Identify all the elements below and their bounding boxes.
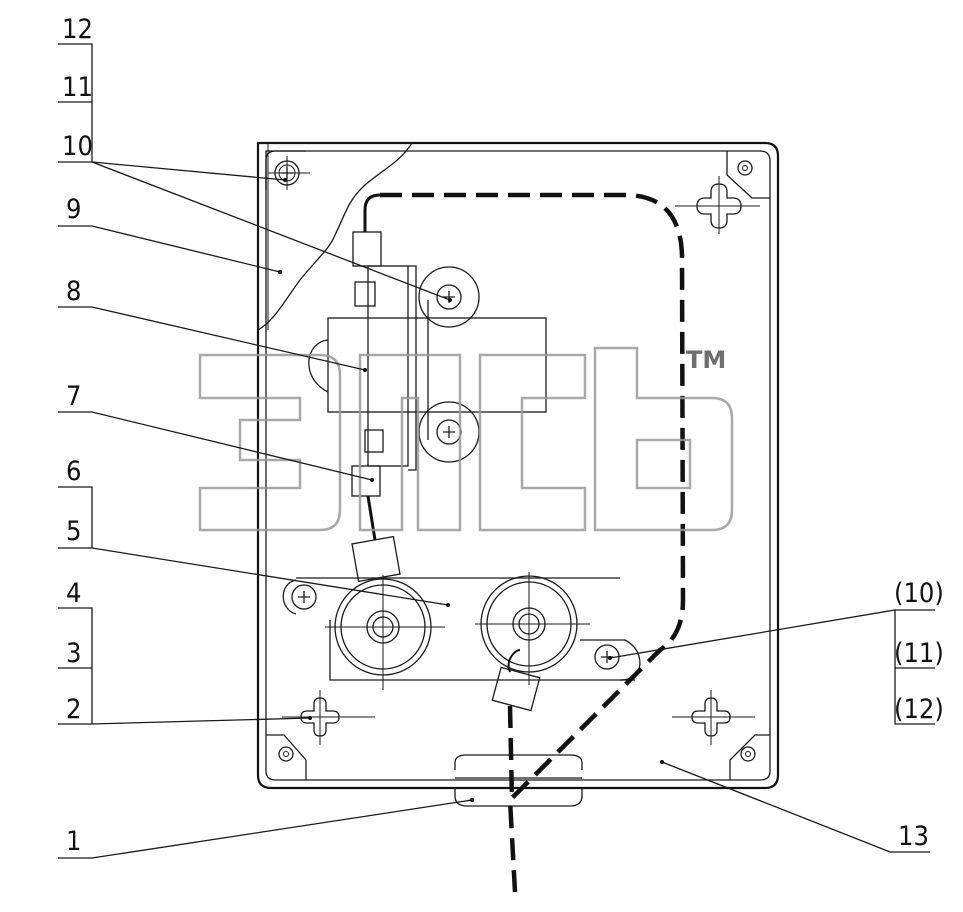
callout-6: 6 xyxy=(66,456,81,487)
corner-tab-top-left xyxy=(265,150,306,190)
screw-bottom-left xyxy=(282,690,375,745)
callout-4: 4 xyxy=(66,578,81,609)
screw-top-left xyxy=(268,156,310,190)
watermark: TM xyxy=(198,346,734,532)
callout-9: 9 xyxy=(66,194,81,225)
callout-11-ref: (11) xyxy=(894,638,944,669)
callout-2: 2 xyxy=(66,694,81,725)
cable-gland xyxy=(454,754,583,807)
leader-lines xyxy=(58,43,935,859)
callout-3: 3 xyxy=(66,638,81,669)
callout-8: 8 xyxy=(66,276,81,307)
watermark-tm: TM xyxy=(686,346,726,374)
bracket-lower xyxy=(282,535,641,712)
corner-tab-bottom-left xyxy=(266,734,307,780)
callout-1: 1 xyxy=(66,826,81,857)
bracket-upper xyxy=(308,231,547,497)
callouts-right: (10) (11) (12) 13 xyxy=(894,578,944,852)
enclosure xyxy=(256,141,780,790)
callout-5: 5 xyxy=(66,516,81,547)
callout-12: 12 xyxy=(62,14,93,45)
callout-13: 13 xyxy=(898,821,929,852)
callout-10: 10 xyxy=(62,131,93,162)
callout-10-ref: (10) xyxy=(894,578,944,609)
callout-7: 7 xyxy=(66,381,81,412)
screw-bottom-right xyxy=(672,690,755,745)
wiring xyxy=(363,192,686,893)
callout-12-ref: (12) xyxy=(894,694,944,725)
screw-top-right xyxy=(675,176,760,234)
callouts-left: 12 11 10 9 8 7 6 5 4 3 2 1 xyxy=(62,14,93,857)
corner-tab-bottom-right xyxy=(729,734,770,780)
callout-11: 11 xyxy=(62,72,93,103)
corner-tab-top-right xyxy=(726,151,770,199)
